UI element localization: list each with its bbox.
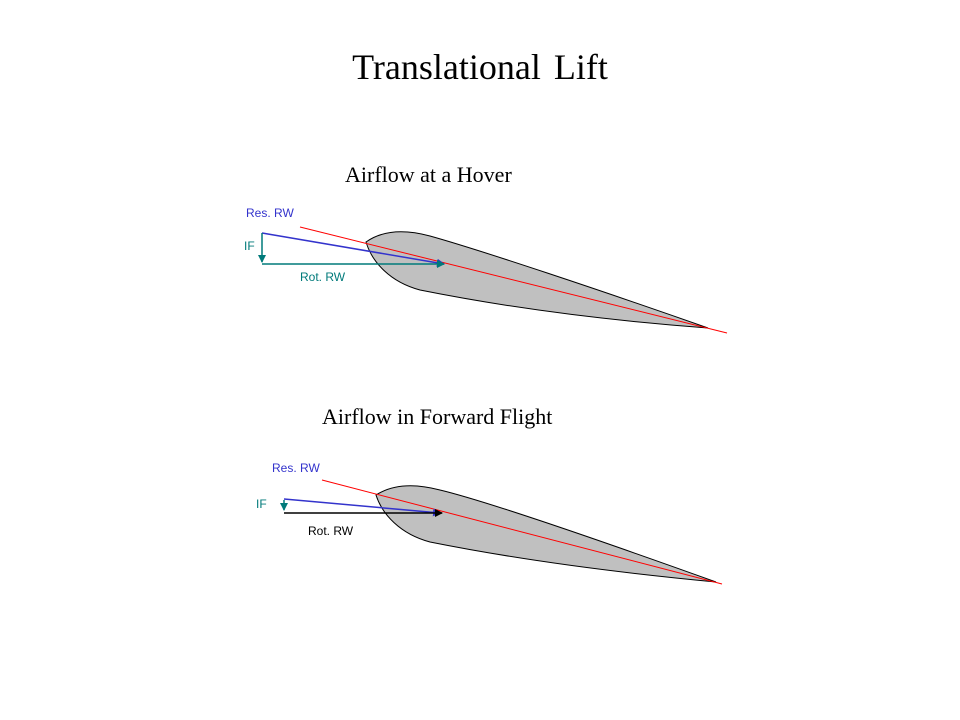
hover-airfoil xyxy=(365,231,709,329)
page-title: Translational Lift xyxy=(352,47,608,87)
forward-airfoil xyxy=(375,485,717,583)
hover-if-label: IF xyxy=(244,239,255,253)
forward-flight-diagram: Res. RW IF Rot. RW xyxy=(256,461,723,585)
hover-diagram: Res. RW IF Rot. RW xyxy=(244,206,728,334)
hover-resultant-wind-arrow xyxy=(261,232,445,267)
forward-flight-heading: Airflow in Forward Flight xyxy=(322,404,553,429)
forward-if-label: IF xyxy=(256,497,267,511)
forward-res-rw-label: Res. RW xyxy=(272,461,320,475)
forward-rot-rw-label: Rot. RW xyxy=(308,524,354,538)
hover-heading: Airflow at a Hover xyxy=(345,162,512,187)
hover-rot-rw-label: Rot. RW xyxy=(300,270,346,284)
forward-chord-line xyxy=(321,479,723,585)
hover-res-rw-label: Res. RW xyxy=(246,206,294,220)
forward-resultant-wind-arrow xyxy=(283,498,441,517)
hover-chord-line xyxy=(299,226,728,334)
